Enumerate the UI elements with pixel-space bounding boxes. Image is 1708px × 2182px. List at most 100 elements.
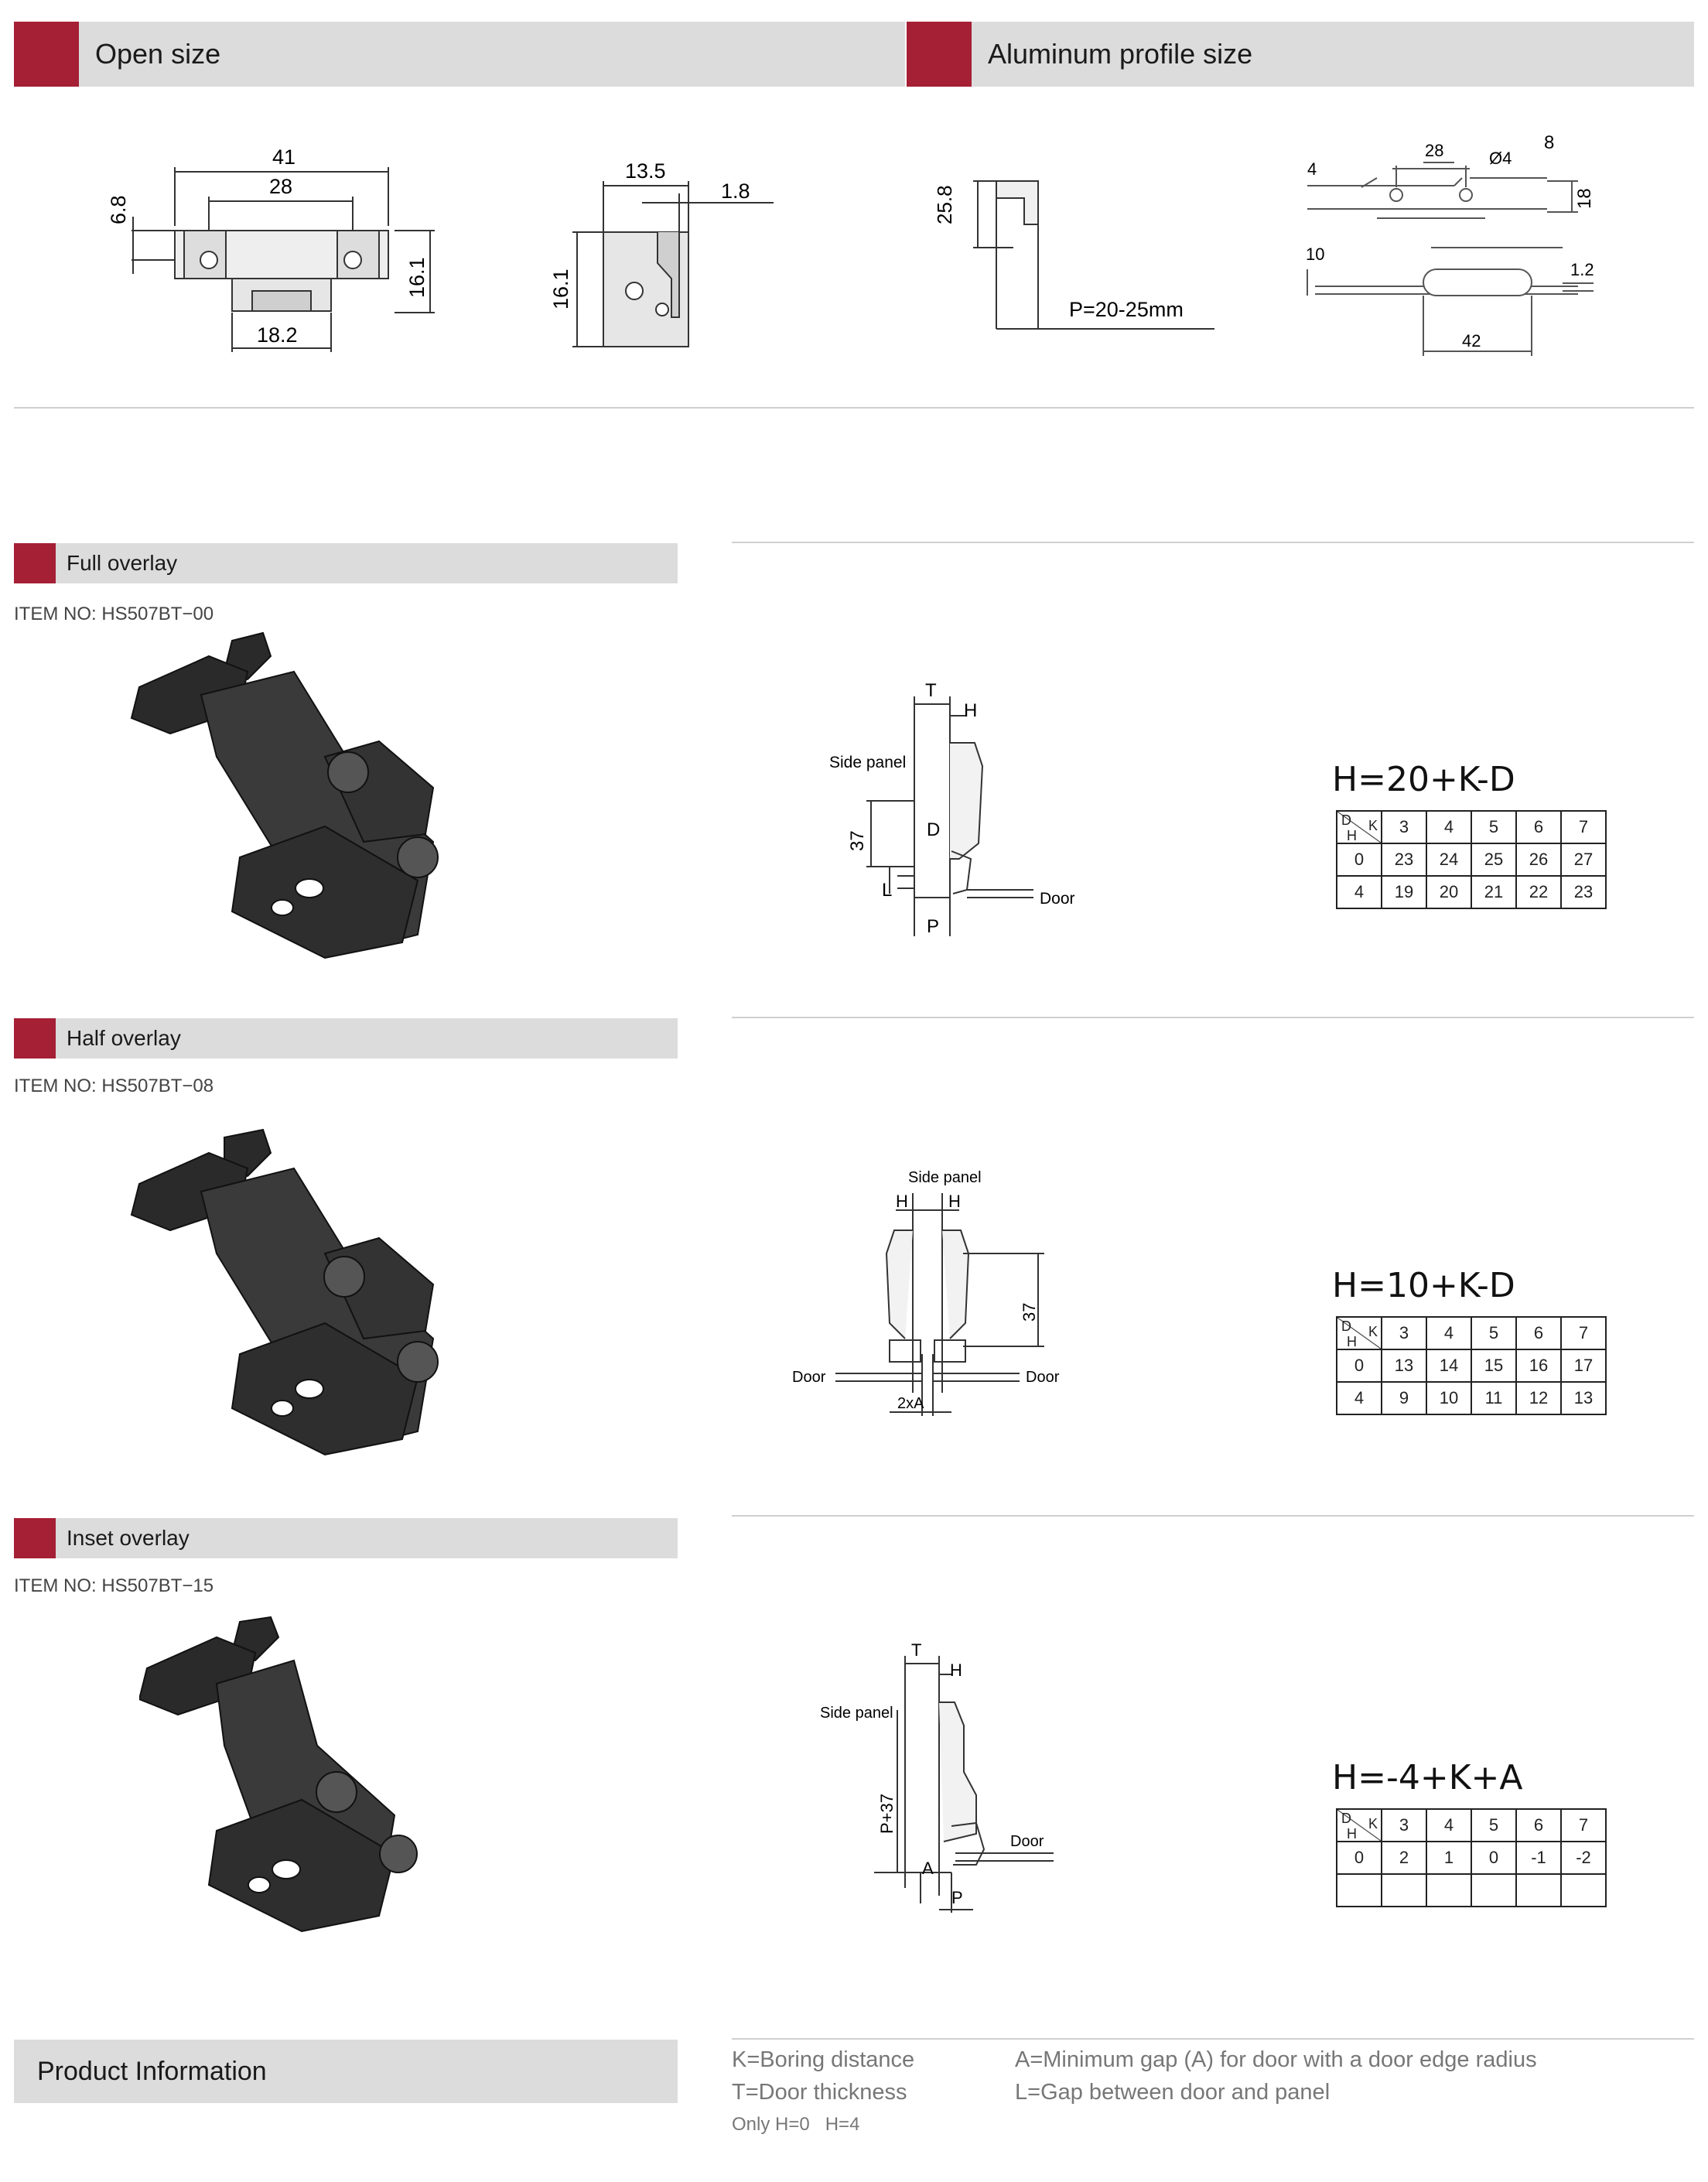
- table-cell: 24: [1426, 843, 1472, 877]
- divider: [732, 542, 1694, 543]
- aluminum-profile-plan: 4 28 Ø4 8 18 10 1.2 42: [1306, 132, 1595, 356]
- label-side-panel: Side panel: [908, 1169, 982, 1186]
- label-37: 37: [1020, 1303, 1039, 1322]
- item-number: ITEM NO: HS507BT−15: [14, 1575, 214, 1596]
- label-37: 37: [847, 830, 868, 851]
- table-cell: -1: [1515, 1841, 1562, 1875]
- d-label: D: [1341, 1811, 1351, 1826]
- dk-header-cell: D K H: [1336, 1316, 1382, 1350]
- label-T: T: [925, 680, 937, 701]
- table-cell: 0: [1336, 1349, 1382, 1383]
- table-cell: 11: [1471, 1381, 1517, 1415]
- formula: H=10+K-D: [1332, 1266, 1515, 1305]
- half-overlay-diagram: Side panel H H 37 Door Door 2xA: [792, 1169, 1060, 1416]
- table-cell: 0: [1336, 843, 1382, 877]
- dim-16-1: 16.1: [405, 257, 429, 298]
- label-p37: P+37: [877, 1794, 897, 1834]
- label-H: H: [964, 700, 977, 721]
- open-size-front-diagram: 41 28 6.8 16.1 18.2: [107, 145, 435, 352]
- t-definition: T=Door thickness: [732, 2080, 907, 2105]
- label-door: Door: [1040, 890, 1075, 908]
- section-title: Full overlay: [67, 551, 178, 575]
- open-size-side-diagram: 13.5 1.8 16.1: [549, 159, 774, 347]
- hinge-product-image: [130, 1128, 439, 1456]
- table-cell: 22: [1515, 875, 1562, 909]
- dim-4: 4: [1307, 159, 1317, 179]
- header-accent: [14, 22, 79, 87]
- table-cell: 21: [1471, 875, 1517, 909]
- k-label: K: [1368, 1324, 1378, 1339]
- k-value: 3: [1381, 1316, 1427, 1350]
- dim-18: 18: [1574, 188, 1595, 209]
- open-size-header: Open size: [14, 22, 905, 87]
- h-label: H: [1347, 828, 1357, 843]
- table-cell: 13: [1560, 1381, 1607, 1415]
- dim-1-2: 1.2: [1570, 260, 1594, 279]
- full-overlay-header: Full overlay: [14, 543, 678, 583]
- header-accent: [907, 22, 972, 87]
- dim-16-1b: 16.1: [549, 268, 572, 310]
- section-title: Product Information: [37, 2056, 267, 2086]
- hinge-product-image: [139, 1616, 418, 1933]
- dim-28-plan: 28: [1425, 141, 1443, 160]
- table-cell: 0: [1471, 1841, 1517, 1875]
- table-cell: [1560, 1873, 1607, 1907]
- table-cell: 12: [1515, 1381, 1562, 1415]
- table-cell: 20: [1426, 875, 1472, 909]
- label-side-panel: Side panel: [829, 754, 906, 771]
- dim-8: 8: [1544, 132, 1554, 153]
- product-information-header: Product Information: [14, 2040, 678, 2103]
- item-number: ITEM NO: HS507BT−08: [14, 1076, 214, 1096]
- table-cell: 16: [1515, 1349, 1562, 1383]
- hinge-product-image: [130, 631, 439, 959]
- header-title: Open size: [95, 38, 221, 70]
- header-title: Aluminum profile size: [988, 38, 1253, 70]
- dk-header-cell: D K H: [1336, 810, 1382, 844]
- divider: [732, 1017, 1694, 1018]
- hk-table: D K H 3 4 5 6 7 0 23 24 25 26 27 4 19 20…: [1336, 810, 1607, 909]
- table-cell: 26: [1515, 843, 1562, 877]
- h-note: Only H=0 H=4: [732, 2114, 860, 2135]
- table-cell: 10: [1426, 1381, 1472, 1415]
- label-side-panel: Side panel: [820, 1705, 893, 1722]
- label-door: Door: [1010, 1833, 1044, 1850]
- label-H: H: [950, 1660, 962, 1680]
- table-cell: [1381, 1873, 1427, 1907]
- aluminum-profile-section: 25.8 P=20-25mm: [933, 180, 1214, 330]
- section-title: Inset overlay: [67, 1526, 190, 1550]
- table-cell: 4: [1336, 1381, 1382, 1415]
- inset-overlay-header: Inset overlay: [14, 1518, 678, 1558]
- table-cell: 25: [1471, 843, 1517, 877]
- label-T: T: [911, 1640, 921, 1660]
- k-value: 4: [1426, 1316, 1472, 1350]
- header-accent: [14, 1518, 56, 1558]
- h-label: H: [1347, 1826, 1357, 1842]
- label-door-left: Door: [792, 1369, 826, 1386]
- dim-13-5: 13.5: [625, 159, 666, 183]
- hk-table: D K H 3 4 5 6 7 0 2 1 0 -1 -2: [1336, 1808, 1607, 1907]
- header-accent: [14, 1018, 56, 1059]
- label-H-right: H: [948, 1192, 961, 1211]
- label-L: L: [882, 880, 892, 901]
- label-2xA: 2xA: [897, 1395, 924, 1412]
- table-cell: [1515, 1873, 1562, 1907]
- table-cell: -2: [1560, 1841, 1607, 1875]
- inset-overlay-diagram: T H Side panel P+37 A P Door: [820, 1640, 1054, 1913]
- divider: [732, 2038, 1694, 2040]
- divider: [732, 1515, 1694, 1517]
- k-label: K: [1368, 1816, 1378, 1831]
- dim-1-8: 1.8: [721, 180, 750, 203]
- k-value: 7: [1560, 810, 1607, 844]
- dim-6-8: 6.8: [107, 195, 130, 224]
- formula: H=-4+K+A: [1332, 1758, 1523, 1797]
- table-cell: 14: [1426, 1349, 1472, 1383]
- k-value: 4: [1426, 1808, 1472, 1842]
- k-definition: K=Boring distance: [732, 2047, 915, 2072]
- label-D: D: [927, 819, 940, 840]
- dim-41: 41: [272, 145, 295, 169]
- dim-10: 10: [1306, 245, 1324, 264]
- table-cell: [1336, 1873, 1382, 1907]
- table-cell: 13: [1381, 1349, 1427, 1383]
- label-door-right: Door: [1026, 1369, 1060, 1386]
- k-value: 5: [1471, 1808, 1517, 1842]
